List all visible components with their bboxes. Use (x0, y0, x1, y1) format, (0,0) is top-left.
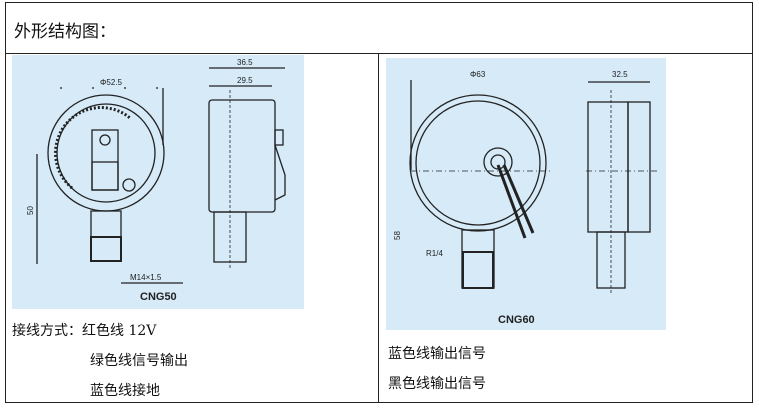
wiring-line-right-1: 蓝色线输出信号 (388, 346, 486, 362)
dim-depth: 32.5 (612, 70, 628, 79)
dim-thread: R1/4 (426, 249, 443, 258)
cng60-drawing: Φ63 32.5 58 R1/4 CNG60 (386, 58, 666, 330)
dim-diameter: Φ63 (470, 70, 486, 79)
table-header: 外形结构图： (6, 3, 752, 54)
dim-height: 58 (393, 231, 402, 240)
model-caption-cng50: CNG50 (140, 291, 177, 303)
cng50-drawing: Φ52.5 36.5 29.5 50 M14×1.5 CNG50 (12, 55, 304, 309)
structure-table: 外形结构图： (5, 2, 753, 403)
dim-depth-case: 29.5 (237, 76, 253, 85)
dim-diameter: Φ52.5 (100, 78, 123, 87)
model-caption-cng60: CNG60 (498, 314, 535, 326)
wiring-line-1: 接线方式：红色线 12V (12, 323, 157, 339)
wiring-line-2: 绿色线信号输出 (90, 353, 188, 369)
section-title: 外形结构图： (14, 22, 116, 42)
wiring-line-3: 蓝色线接地 (90, 383, 160, 399)
dim-height: 50 (26, 206, 35, 215)
column-divider (378, 53, 379, 402)
dim-thread: M14×1.5 (130, 273, 162, 282)
dim-depth-total: 36.5 (237, 58, 253, 67)
wiring-line-right-2: 黑色线输出信号 (388, 376, 486, 392)
